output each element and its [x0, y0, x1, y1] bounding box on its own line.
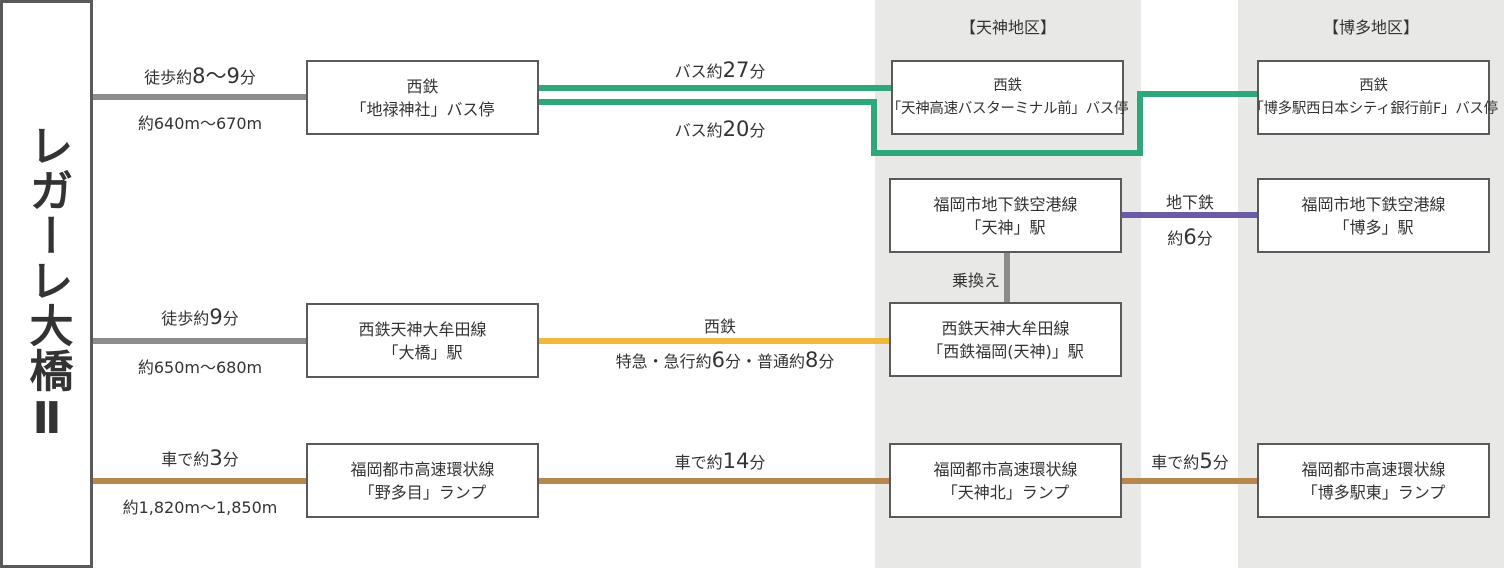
station-chiroku-line2: 「地禄神社」バス停	[350, 99, 495, 119]
station-tenjin-bus-line1: 西鉄	[993, 77, 1022, 94]
car-origin-time: 車で約3分	[100, 446, 300, 470]
subway-time-pre: 約	[1167, 229, 1184, 248]
bus-line-20	[539, 91, 1258, 156]
nishitetsu-time-post: 分	[818, 352, 835, 371]
walk-bus-time-num: 8〜9	[192, 64, 240, 88]
car-origin-time-post: 分	[222, 450, 239, 469]
station-tenjin-subway-line2: 「天神」駅	[965, 217, 1046, 237]
station-fukuoka-tenjin-line2: 「西鉄福岡(天神)」駅	[927, 341, 1084, 361]
station-hakata-higashi-line1: 福岡都市高速環状線	[1301, 459, 1446, 479]
nishitetsu-name: 西鉄	[703, 317, 736, 336]
car-mid-label: 車で約14分	[620, 449, 820, 473]
station-hakata-bus: 西鉄 「博多駅西日本シティ銀行前F」バス停	[1249, 60, 1498, 135]
walk-train-time-pre: 徒歩約	[161, 309, 210, 328]
station-ohashi-line1: 西鉄天神大牟田線	[358, 319, 487, 339]
car-right-num: 5	[1199, 449, 1213, 473]
bus-27-post: 分	[749, 62, 766, 81]
car-mid-post: 分	[749, 453, 766, 472]
walk-bus-time-post: 分	[239, 68, 256, 87]
station-hakata-bus-line2: 「博多駅西日本シティ銀行前F」バス停	[1249, 100, 1498, 117]
station-tenjin-kita-line2: 「天神北」ランプ	[941, 482, 1070, 502]
car-mid-num: 14	[722, 449, 750, 473]
bus-27-label: バス約27分	[620, 58, 820, 82]
origin-name: レガーレ大橋Ⅱ	[21, 123, 73, 445]
car-right-label: 車で約5分	[1130, 449, 1250, 473]
station-hakata-subway-line2: 「博多」駅	[1333, 217, 1414, 237]
station-fukuoka-tenjin-line1: 西鉄天神大牟田線	[941, 318, 1070, 338]
station-fukuoka-tenjin: 西鉄天神大牟田線 「西鉄福岡(天神)」駅	[889, 302, 1122, 377]
station-tenjin-bus-line2: 「天神高速バスターミナル前」バス停	[886, 100, 1129, 117]
bus-27-num: 27	[722, 58, 750, 82]
station-hakata-bus-line1: 西鉄	[1359, 77, 1388, 94]
nishitetsu-time-num1: 6	[711, 348, 725, 372]
bus-27-pre: バス約	[674, 62, 723, 81]
car-origin-time-pre: 車で約	[161, 450, 210, 469]
nishitetsu-time-pre: 特急・急行約	[615, 352, 712, 371]
transfer-label: 乗換え	[951, 271, 1000, 290]
origin-box: レガーレ大橋Ⅱ	[0, 0, 93, 568]
station-notame-line1: 福岡都市高速環状線	[350, 459, 495, 479]
station-hakata-higashi-line2: 「博多駅東」ランプ	[1301, 482, 1446, 502]
walk-bus-time: 徒歩約8〜9分	[100, 60, 300, 90]
nishitetsu-time: 特急・急行約6分・普通約8分	[580, 348, 870, 372]
station-tenjin-kita-line1: 福岡都市高速環状線	[933, 459, 1078, 479]
tenjin-region-title: 【天神地区】	[959, 18, 1056, 37]
station-tenjin-kita: 福岡都市高速環状線 「天神北」ランプ	[889, 443, 1122, 518]
walk-train-time-num: 9	[209, 305, 223, 329]
car-origin-time-num: 3	[209, 446, 223, 470]
car-right-post: 分	[1212, 453, 1229, 472]
station-tenjin-bus: 西鉄 「天神高速バスターミナル前」バス停	[887, 60, 1129, 135]
walk-bus-time-pre: 徒歩約	[144, 68, 193, 87]
nishitetsu-time-num2: 8	[805, 348, 819, 372]
station-chiroku: 西鉄 「地禄神社」バス停	[306, 60, 539, 135]
station-ohashi-line2: 「大橋」駅	[382, 342, 463, 362]
walk-train-distance: 約650m〜680m	[137, 358, 263, 377]
walk-train-time-post: 分	[222, 309, 239, 328]
station-ohashi: 西鉄天神大牟田線 「大橋」駅	[306, 303, 539, 378]
station-hakata-subway-line1: 福岡市地下鉄空港線	[1301, 194, 1446, 214]
station-notame: 福岡都市高速環状線 「野多目」ランプ	[306, 443, 539, 518]
car-right-pre: 車で約	[1151, 453, 1200, 472]
car-mid-pre: 車で約	[674, 453, 723, 472]
station-tenjin-subway: 福岡市地下鉄空港線 「天神」駅	[889, 178, 1122, 253]
station-hakata-subway: 福岡市地下鉄空港線 「博多」駅	[1257, 178, 1490, 253]
station-tenjin-subway-line1: 福岡市地下鉄空港線	[933, 194, 1078, 214]
walk-bus-distance: 約640m〜670m	[137, 114, 263, 133]
hakata-region-title: 【博多地区】	[1322, 18, 1419, 37]
subway-time-num: 6	[1183, 225, 1197, 249]
subway-name: 地下鉄	[1165, 193, 1214, 212]
station-notame-line2: 「野多目」ランプ	[358, 482, 487, 502]
station-hakata-higashi: 福岡都市高速環状線 「博多駅東」ランプ	[1257, 443, 1490, 518]
nishitetsu-time-mid: 分・普通約	[724, 352, 805, 371]
bus-20-num: 20	[722, 117, 750, 141]
bus-20-label: バス約20分	[620, 117, 820, 141]
car-origin-distance: 約1,820m〜1,850m	[122, 498, 278, 517]
walk-train-time: 徒歩約9分	[100, 305, 300, 329]
subway-time-post: 分	[1196, 229, 1213, 248]
subway-time: 約6分	[1140, 225, 1240, 249]
bus-20-pre: バス約	[674, 121, 723, 140]
bus-20-post: 分	[749, 121, 766, 140]
station-chiroku-line1: 西鉄	[406, 76, 439, 96]
